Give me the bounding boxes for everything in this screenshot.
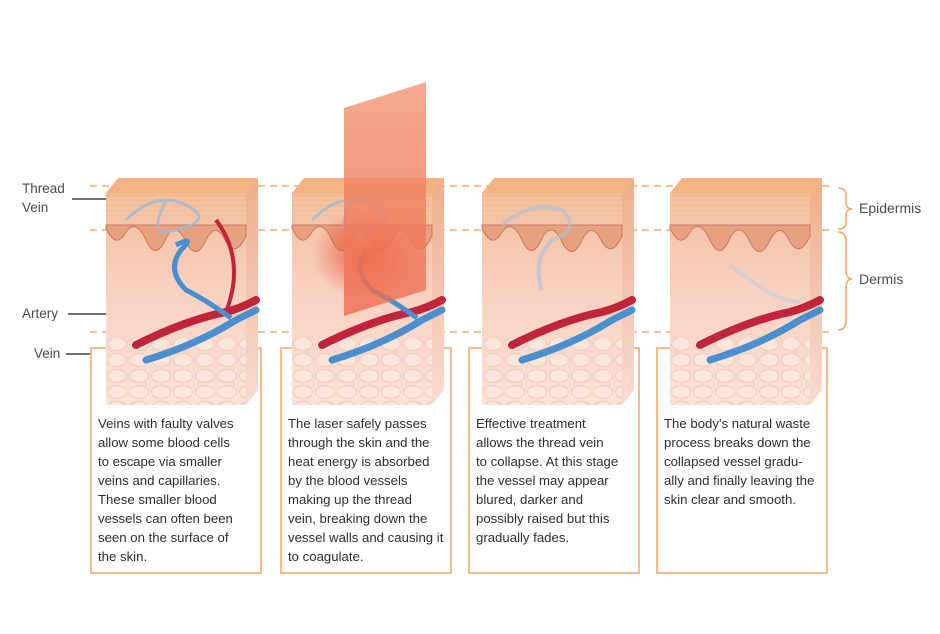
thread-vein-label-line2: Vein (22, 200, 49, 215)
block-side (622, 178, 634, 405)
epidermis-label: Epidermis (859, 200, 922, 216)
epidermis-stripes (106, 197, 246, 214)
thread-vein-label: Thread Vein (22, 179, 65, 217)
vein-vessel (328, 306, 446, 364)
block-side (432, 178, 444, 405)
dermal-papillae (481, 224, 623, 252)
vein-vessel (172, 238, 233, 321)
skin-block-1 (105, 178, 260, 405)
epidermis-bracket (837, 187, 853, 230)
skin-block-4 (669, 178, 824, 405)
thread-vein (124, 198, 201, 234)
artery-vessel (696, 296, 824, 349)
block-side (810, 178, 822, 405)
vein-vessel (142, 306, 260, 364)
artery-vessel (508, 296, 636, 349)
block-top (670, 178, 822, 193)
vein-vessel (706, 306, 824, 364)
artery-vessel (214, 218, 236, 313)
block-side (246, 178, 258, 405)
skin-block-3 (481, 178, 636, 405)
block-top (106, 178, 258, 193)
artery-label: Artery (22, 306, 59, 321)
vein-vessel (518, 306, 636, 364)
vein-label: Vein (34, 346, 61, 361)
thread-vein-label-line1: Thread (22, 181, 65, 196)
dermal-papillae (669, 224, 811, 252)
collapsed-thread-vein (500, 205, 572, 291)
block-top (482, 178, 634, 193)
dermis-bracket (837, 231, 853, 331)
epidermis-stripes (670, 197, 810, 214)
fading-vessel (728, 263, 801, 304)
dermis-label: Dermis (859, 271, 904, 287)
laser-beam (344, 82, 426, 316)
dermal-papillae (105, 224, 247, 252)
layer-brackets (837, 187, 853, 331)
